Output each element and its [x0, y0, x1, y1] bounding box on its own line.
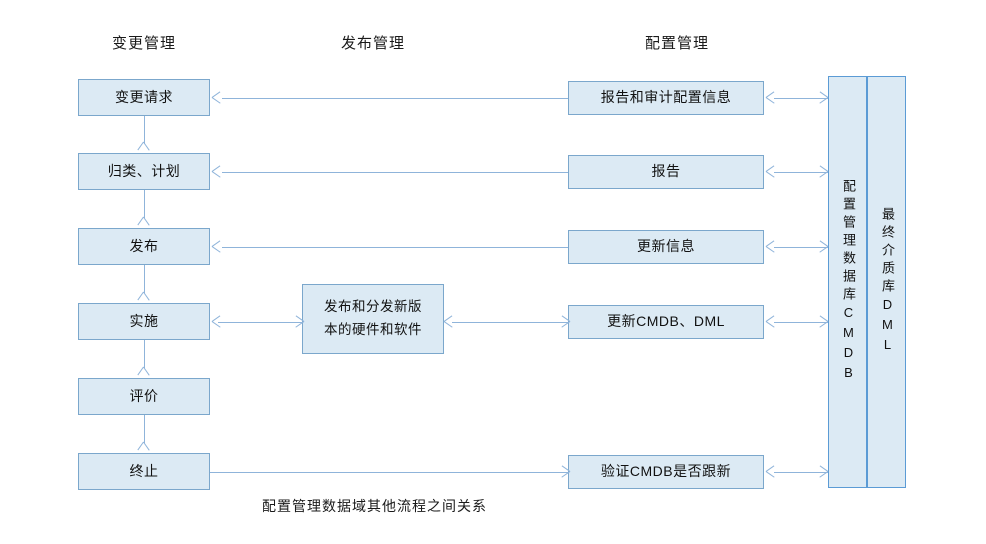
config-box-report-audit-config[interactable]: 报告和审计配置信息 [568, 81, 764, 115]
connector-report-to-cmdb [774, 172, 828, 173]
arrowhead-right-cmdb-row2 [818, 167, 828, 177]
repository-label-cmdb: 配置管理数据库CMDB [840, 179, 856, 385]
arrowhead-left-change-request [212, 93, 222, 103]
arrowhead-right-verify-cmdb [560, 467, 570, 477]
step-box-release[interactable]: 发布 [78, 228, 210, 265]
arrowhead-left-implement [212, 317, 222, 327]
release-box-distribute[interactable]: 发布和分发新版 本的硬件和软件 [302, 284, 444, 354]
arrowhead-left-release-box-right [444, 317, 454, 327]
release-box-line2: 本的硬件和软件 [324, 322, 422, 337]
connector-verify-cmdb-to-cmdb [774, 472, 828, 473]
connector-update-info-to-cmdb [774, 247, 828, 248]
arrowhead-down-release [139, 217, 149, 227]
step-box-implement[interactable]: 实施 [78, 303, 210, 340]
arrowhead-down-terminate [139, 442, 149, 452]
repository-column-cmdb[interactable]: 配置管理数据库CMDB [828, 76, 867, 488]
connector-release-to-implement [144, 265, 145, 293]
connector-classify-to-release [144, 190, 145, 218]
arrowhead-left-verify-cmdb [766, 467, 776, 477]
connector-release-box-to-update-cmdb [452, 322, 568, 323]
connector-implement-to-release-box [218, 322, 302, 323]
arrowhead-right-release-box-left [294, 317, 304, 327]
step-box-classify-plan[interactable]: 归类、计划 [78, 153, 210, 190]
column-header-configuration-management: 配置管理 [644, 35, 709, 52]
connector-terminate-to-verify-cmdb [210, 472, 568, 473]
arrowhead-down-evaluate [139, 367, 149, 377]
arrowhead-left-report-audit [766, 93, 776, 103]
config-box-update-cmdb-dml[interactable]: 更新CMDB、DML [568, 305, 764, 339]
step-box-terminate[interactable]: 终止 [78, 453, 210, 490]
arrowhead-right-cmdb-row4 [818, 317, 828, 327]
connector-update-cmdb-to-cmdb [774, 322, 828, 323]
column-header-change-management: 变更管理 [111, 35, 176, 52]
connector-report-to-classify-plan [222, 172, 568, 173]
step-box-evaluate[interactable]: 评价 [78, 378, 210, 415]
arrowhead-left-report [766, 167, 776, 177]
config-box-report[interactable]: 报告 [568, 155, 764, 189]
arrowhead-down-classify [139, 142, 149, 152]
diagram-caption: 配置管理数据域其他流程之间关系 [262, 498, 487, 514]
arrowhead-left-classify-plan [212, 167, 222, 177]
arrowhead-right-cmdb-row3 [818, 242, 828, 252]
connector-implement-to-evaluate [144, 340, 145, 368]
column-header-release-management: 发布管理 [340, 35, 405, 52]
arrowhead-left-update-cmdb-dml [766, 317, 776, 327]
repository-label-dml: 最终介质库DML [879, 207, 895, 357]
connector-report-audit-to-cmdb [774, 98, 828, 99]
config-box-update-info[interactable]: 更新信息 [568, 230, 764, 264]
connector-report-audit-to-change-request [222, 98, 568, 99]
connector-evaluate-to-terminate [144, 415, 145, 443]
arrowhead-right-update-cmdb [560, 317, 570, 327]
arrowhead-left-update-info [766, 242, 776, 252]
repository-column-dml[interactable]: 最终介质库DML [867, 76, 906, 488]
connector-change-request-to-classify [144, 116, 145, 144]
release-box-line1: 发布和分发新版 [324, 299, 422, 315]
arrowhead-left-release-step [212, 242, 222, 252]
connector-update-info-to-release [222, 247, 568, 248]
arrowhead-down-implement [139, 292, 149, 302]
step-box-change-request[interactable]: 变更请求 [78, 79, 210, 116]
config-box-verify-cmdb[interactable]: 验证CMDB是否跟新 [568, 455, 764, 489]
arrowhead-right-cmdb-row6 [818, 467, 828, 477]
arrowhead-right-cmdb-row1 [818, 93, 828, 103]
